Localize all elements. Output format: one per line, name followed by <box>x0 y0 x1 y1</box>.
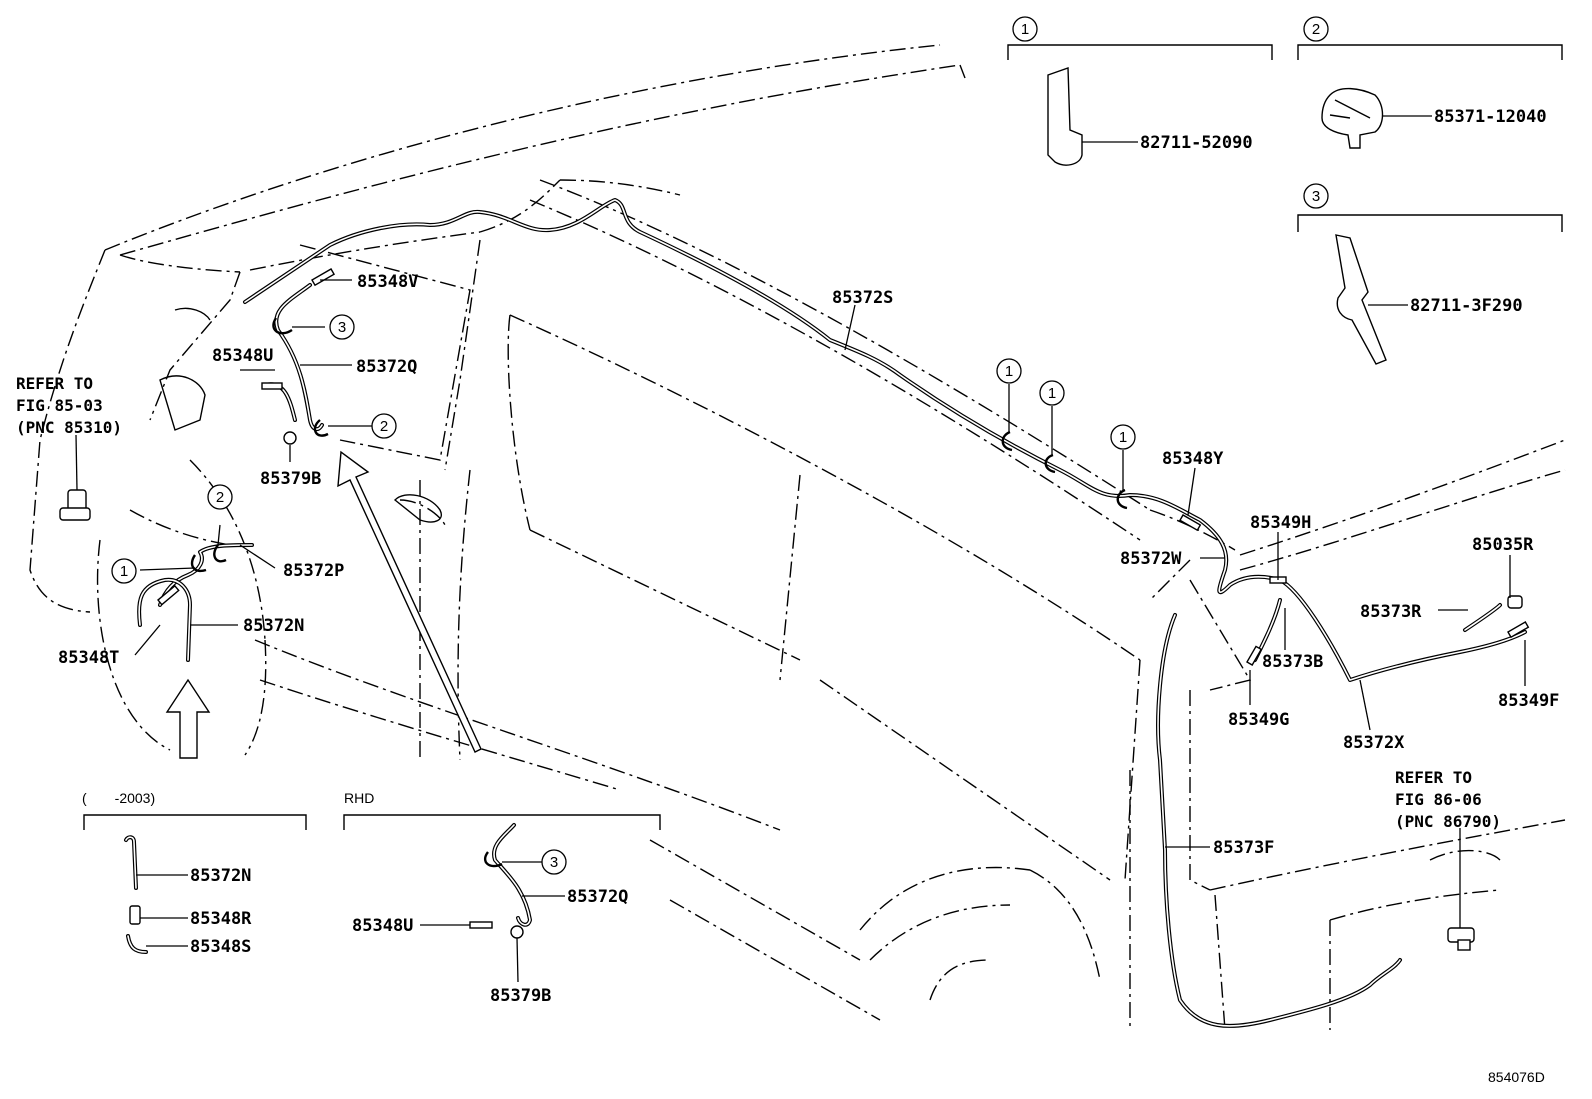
callout-85372W: 85372W <box>1120 549 1182 569</box>
callout-85035R: 85035R <box>1472 535 1534 555</box>
diagram-id: 854076D <box>1488 1069 1545 1085</box>
svg-text:( -2003): ( -2003) <box>82 790 155 806</box>
svg-text:1: 1 <box>1048 385 1056 402</box>
clip-3-part-icon <box>1335 234 1387 365</box>
svg-text:REFER TO: REFER TO <box>1395 768 1472 787</box>
circle-tag-3-front: 3 <box>329 314 355 340</box>
circle-tag-1-roof-a: 1 <box>996 358 1022 384</box>
svg-text:2: 2 <box>380 418 388 435</box>
svg-text:RHD: RHD <box>344 790 374 806</box>
vehicle-body-outline <box>29 44 1566 1031</box>
washer-hoses <box>137 198 1527 1028</box>
small-parts <box>59 268 1530 951</box>
callout-85348U: 85348U <box>212 346 273 366</box>
rear-washer-nozzle <box>1447 828 1475 951</box>
refer-note-rear: REFER TO FIG 86-06 (PNC 86790) <box>1395 768 1501 831</box>
svg-text:85372N: 85372N <box>190 866 251 886</box>
svg-text:1: 1 <box>1005 363 1013 380</box>
front-washer-motor <box>59 434 91 521</box>
svg-text:1: 1 <box>1021 21 1029 38</box>
callout-85372Q: 85372Q <box>356 357 417 377</box>
view-arrows <box>165 450 482 759</box>
callout-85372S: 85372S <box>832 288 893 308</box>
circle-tag-1-roof-c: 1 <box>1110 424 1136 450</box>
svg-text:85371-12040: 85371-12040 <box>1434 107 1547 127</box>
inset-rhd: RHD 3 85372Q 85348U 85379B <box>343 790 661 1006</box>
svg-text:85372Q: 85372Q <box>567 887 628 907</box>
svg-text:1: 1 <box>120 563 128 580</box>
svg-text:3: 3 <box>1312 188 1320 205</box>
detail-3-panel: 3 82711-3F290 <box>1297 183 1563 365</box>
circle-tag-1-lower: 1 <box>111 558 137 584</box>
callout-85372P: 85372P <box>283 561 344 581</box>
svg-text:3: 3 <box>550 854 558 871</box>
svg-text:(PNC 86790): (PNC 86790) <box>1395 812 1501 831</box>
callout-85379B: 85379B <box>260 469 321 489</box>
svg-text:85348R: 85348R <box>190 909 252 929</box>
callout-85348T: 85348T <box>58 648 119 668</box>
callout-85372N: 85372N <box>243 616 304 636</box>
svg-text:3: 3 <box>338 319 346 336</box>
svg-text:85348S: 85348S <box>190 937 251 957</box>
callout-85349H: 85349H <box>1250 513 1311 533</box>
leaders <box>134 279 1526 848</box>
svg-text:85348U: 85348U <box>352 916 413 936</box>
part-callouts: 85348V 85372S 85348U 85372Q 85379B 85372… <box>58 272 1559 858</box>
svg-text:2: 2 <box>1312 21 1320 38</box>
svg-text:82711-3F290: 82711-3F290 <box>1410 296 1523 316</box>
refer-note-front: REFER TO FIG 85-03 (PNC 85310) <box>16 374 122 437</box>
svg-text:2: 2 <box>216 489 224 506</box>
detail-2-panel: 2 85371-12040 <box>1297 16 1563 149</box>
callout-85373B: 85373B <box>1262 652 1323 672</box>
clip-part-icon <box>1047 67 1083 166</box>
callout-85373R: 85373R <box>1360 602 1422 622</box>
svg-text:FIG 86-06: FIG 86-06 <box>1395 790 1482 809</box>
svg-text:1: 1 <box>1119 429 1127 446</box>
svg-text:FIG 85-03: FIG 85-03 <box>16 396 103 415</box>
callout-85373F: 85373F <box>1213 838 1274 858</box>
circle-tag-1-roof-b: 1 <box>1039 380 1065 406</box>
callout-85348Y: 85348Y <box>1162 449 1224 469</box>
clip-2-part-icon <box>1321 87 1384 149</box>
callout-85349G: 85349G <box>1228 710 1289 730</box>
circle-tag-2-front: 2 <box>371 413 397 439</box>
inset-2003: ( -2003) 85372N 85348R 85348S <box>82 790 307 957</box>
svg-text:(PNC 85310): (PNC 85310) <box>16 418 122 437</box>
svg-text:REFER TO: REFER TO <box>16 374 93 393</box>
detail-1-panel: 1 82711-52090 <box>1007 16 1273 166</box>
svg-text:85379B: 85379B <box>490 986 551 1006</box>
svg-text:82711-52090: 82711-52090 <box>1140 133 1253 153</box>
circle-tag-2-lower: 2 <box>207 484 233 510</box>
callout-85348V: 85348V <box>357 272 418 292</box>
callout-85349F: 85349F <box>1498 691 1559 711</box>
callout-85372X: 85372X <box>1343 733 1405 753</box>
